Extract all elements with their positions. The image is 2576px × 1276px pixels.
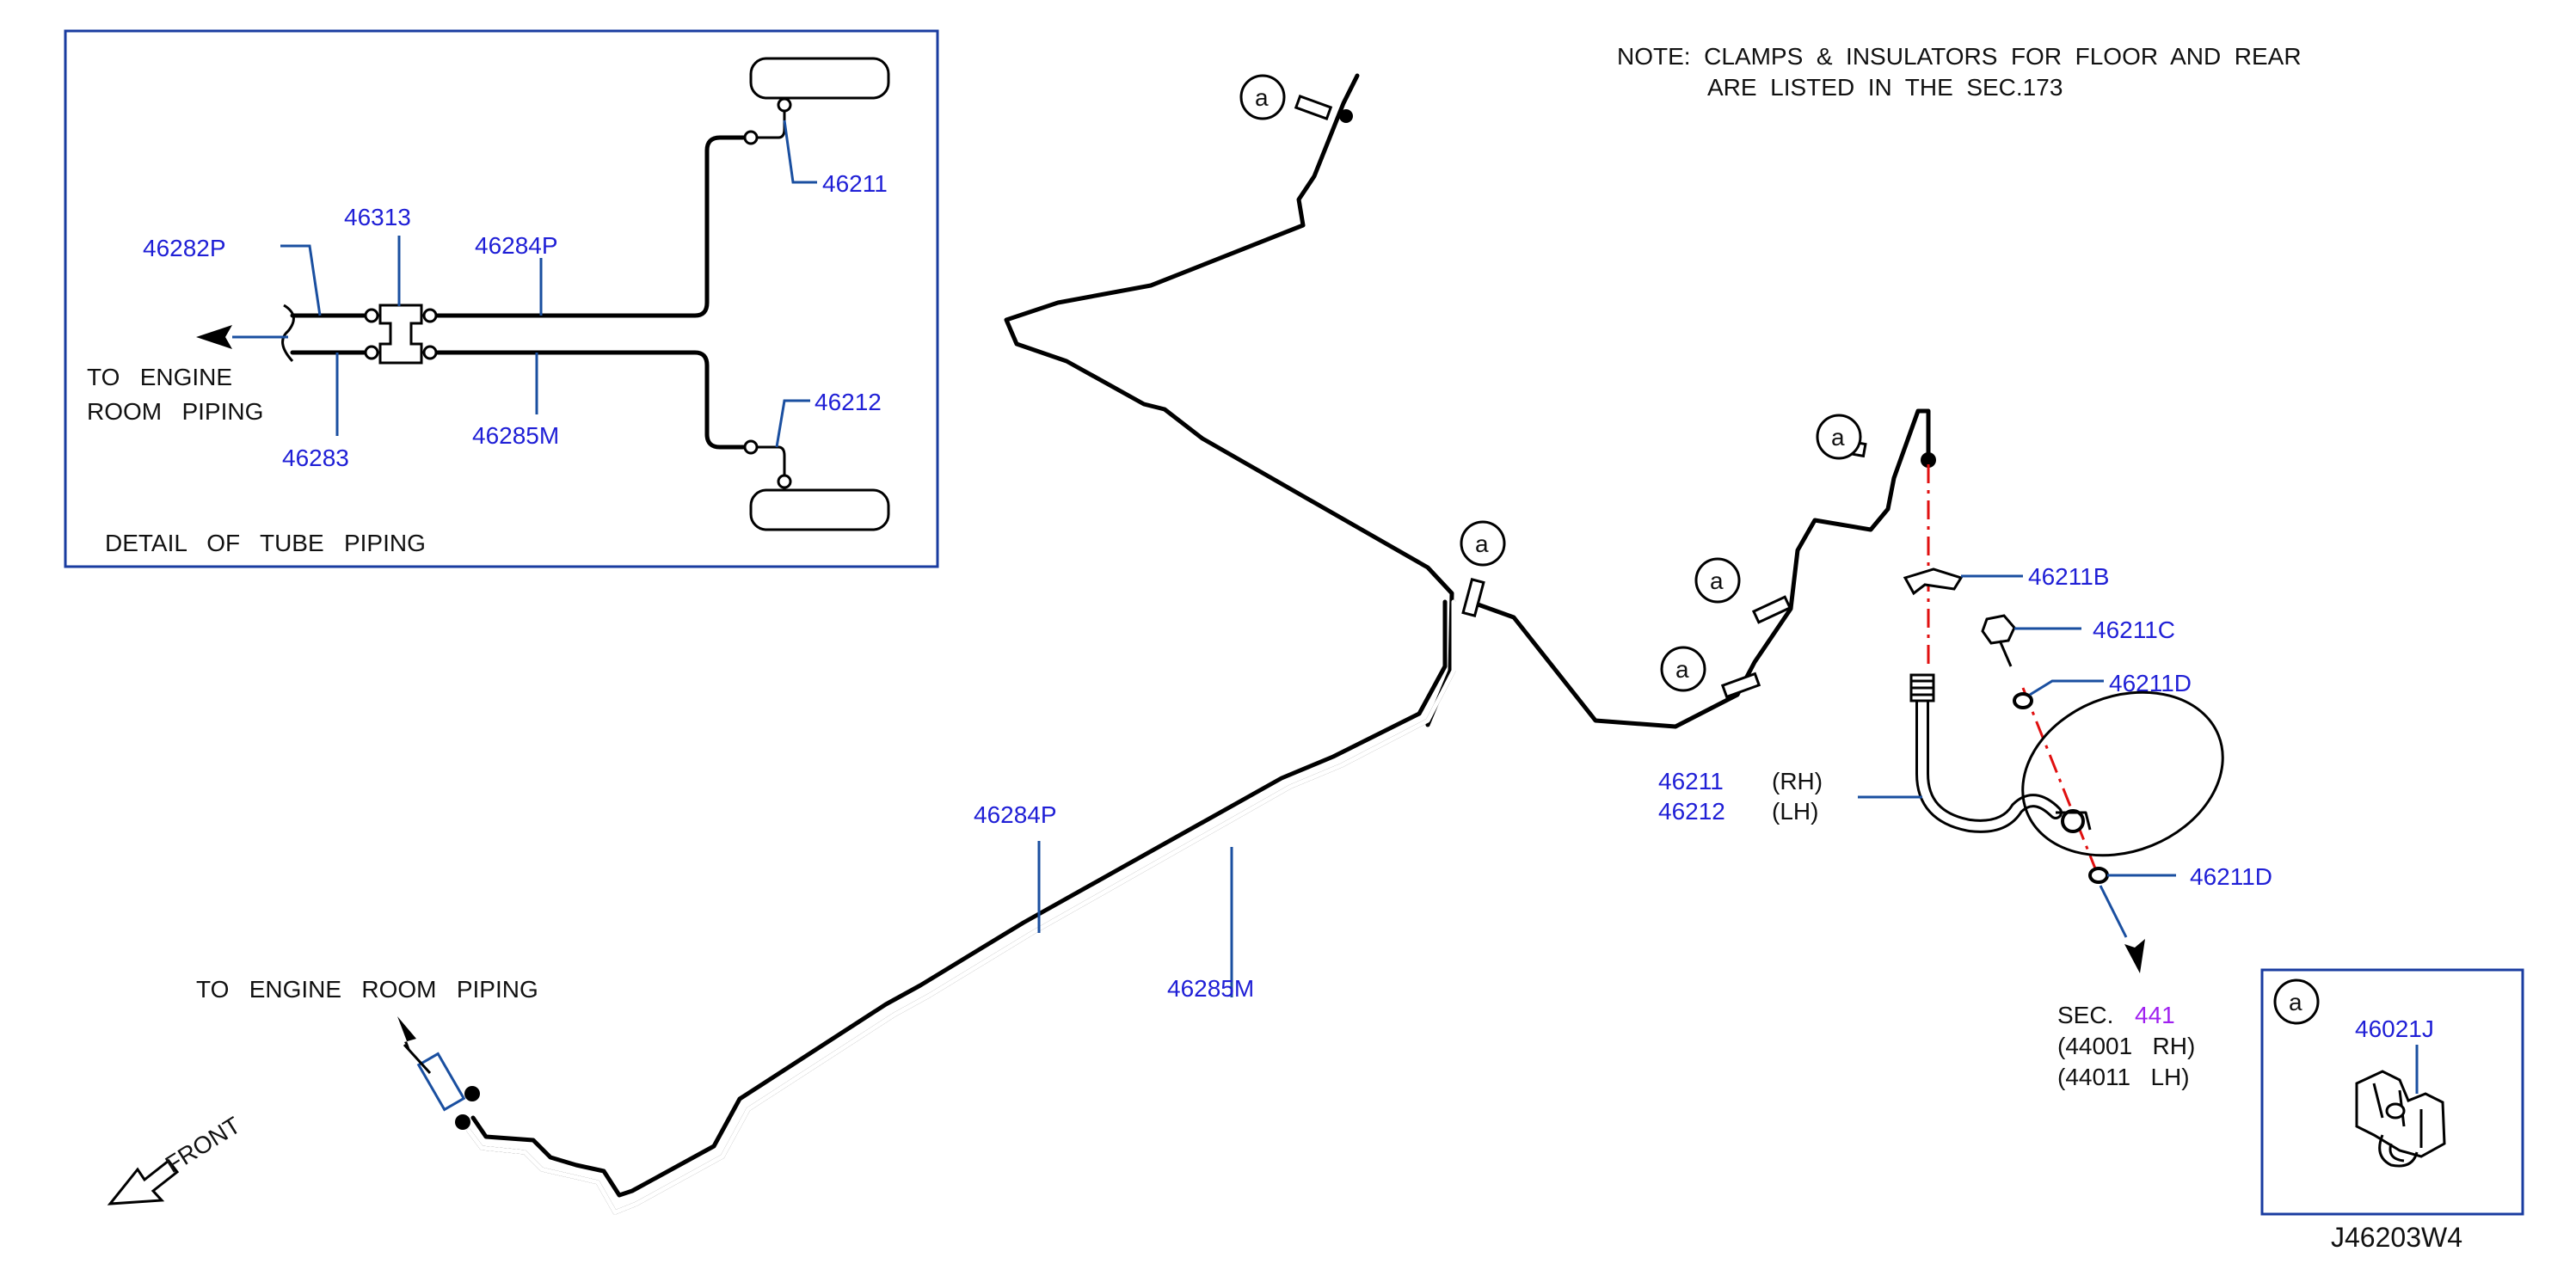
arrow-to-caliper-icon	[2124, 939, 2145, 973]
svg-text:a: a	[2289, 989, 2302, 1015]
part-46212-detail: 46212	[815, 389, 882, 415]
caliper-rh-shape	[749, 57, 890, 100]
clamp-marker-3: a	[1816, 414, 1862, 460]
clamp-right-low	[1720, 672, 1761, 699]
sec-line-lh: (44011 LH)	[2057, 1064, 2190, 1090]
part-46284P-detail: 46284P	[475, 232, 558, 259]
hose-assembly: 46211B 46211C 46211D 46211 (RH) 46212 (L…	[1658, 464, 2272, 1090]
part-46212-main: 46212	[1658, 798, 1725, 825]
clamp-right-mid	[1751, 595, 1792, 624]
clamp-marker-4: a	[1694, 557, 1741, 604]
washer-46211D-upper	[2013, 692, 2033, 709]
clamp-box-border	[2260, 968, 2524, 1216]
part-46284P-main: 46284P	[974, 801, 1057, 828]
washer-46211D-lower	[2088, 867, 2109, 884]
union-fitting	[416, 1052, 466, 1112]
svg-text:a: a	[1710, 567, 1724, 594]
clamp-detail: a 46021J	[2260, 968, 2524, 1216]
part-46283: 46283	[282, 445, 349, 471]
clamp-mid	[1461, 578, 1485, 617]
arrow-to-engine-icon	[196, 325, 232, 349]
note-line-1: NOTE: CLAMPS & INSULATORS FOR FLOOR AND …	[1617, 43, 2302, 70]
main-tube-routing: a a a a a 46284P 46285M TO ENGINE ROOM P…	[107, 73, 1936, 1215]
tube-end-fitting	[1921, 452, 1936, 468]
part-46211-detail: 46211	[822, 170, 888, 197]
clamp-marker-2: a	[1460, 520, 1506, 567]
drawing-id: J46203W4	[2331, 1222, 2462, 1253]
part-46285M-detail: 46285M	[472, 422, 559, 449]
brake-hose-outline	[1915, 681, 2063, 833]
part-46211-side: (RH)	[1772, 768, 1823, 794]
detail-to-engine-line1: TO ENGINE	[87, 364, 232, 390]
tube-main-inner	[470, 599, 1448, 1198]
arrow-to-engine-main-icon	[397, 1016, 416, 1052]
part-46211D-lower: 46211D	[2190, 863, 2272, 890]
part-46285M-main: 46285M	[1167, 975, 1254, 1002]
detail-tube-lower	[427, 350, 755, 450]
detail-cut-end	[281, 304, 295, 363]
svg-text:a: a	[1675, 656, 1689, 683]
clamp-46021J-icon	[2355, 1070, 2446, 1168]
svg-text:a: a	[1255, 84, 1269, 111]
part-46313: 46313	[344, 204, 411, 230]
tube-upper-single	[1004, 73, 1454, 727]
part-46282P: 46282P	[143, 235, 226, 261]
front-arrow-icon	[107, 1158, 180, 1205]
caliper-lh-shape	[749, 488, 890, 531]
clamp-marker-1: a	[1239, 74, 1286, 120]
svg-text:a: a	[1831, 424, 1845, 451]
part-46212-side: (LH)	[1772, 798, 1818, 825]
sec-prefix: SEC.	[2057, 1002, 2113, 1028]
three-way-connector	[378, 304, 423, 365]
detail-tube-upper	[427, 135, 755, 318]
note: NOTE: CLAMPS & INSULATORS FOR FLOOR AND …	[1617, 43, 2302, 101]
tube-right-branch	[1468, 408, 1931, 729]
sec-number: 441	[2135, 1002, 2175, 1028]
part-46021J: 46021J	[2355, 1015, 2434, 1042]
part-46211B: 46211B	[2028, 563, 2109, 590]
clamp-marker-5: a	[1660, 646, 1706, 692]
detail-title: DETAIL OF TUBE PIPING	[105, 530, 426, 556]
part-46211C: 46211C	[2093, 617, 2175, 643]
bolt-46211C-shape	[1981, 614, 2016, 645]
front-label: FRONT	[161, 1112, 245, 1178]
detail-of-tube-piping: TO ENGINE ROOM PIPING 46282P 46313 46284…	[64, 29, 939, 568]
sec-line-rh: (44001 RH)	[2057, 1033, 2195, 1059]
centerline-diagonal	[2021, 687, 2100, 878]
banjo-fitting	[2061, 809, 2085, 833]
detail-box-border	[64, 29, 939, 568]
tube-main-outer	[466, 599, 1456, 1215]
clamp-top	[1294, 95, 1333, 120]
clip-46211B-shape	[1903, 567, 1964, 596]
detail-to-engine-line2: ROOM PIPING	[87, 398, 263, 425]
svg-text:a: a	[1475, 531, 1489, 557]
part-46211-main: 46211	[1658, 768, 1724, 794]
caliper-ellipse	[2021, 690, 2224, 857]
note-line-2: ARE LISTED IN THE SEC.173	[1707, 74, 2063, 101]
clamp-box-marker	[2273, 978, 2320, 1025]
main-to-engine: TO ENGINE ROOM PIPING	[196, 976, 538, 1003]
detail-hose-lh	[753, 445, 786, 483]
